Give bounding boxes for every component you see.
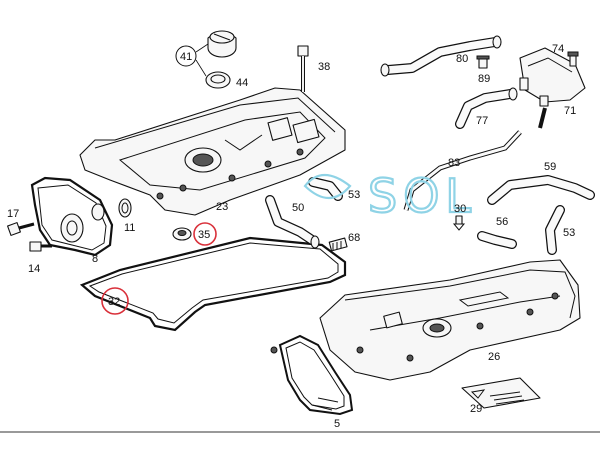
callout-30: 30 xyxy=(454,203,466,215)
callout-59: 59 xyxy=(544,161,556,173)
callout-35: 35 xyxy=(198,229,210,241)
callout-50: 50 xyxy=(292,202,304,214)
bolt-17 xyxy=(7,222,35,236)
oil-cap-seal xyxy=(205,71,231,89)
callout-29: 29 xyxy=(470,403,482,415)
callout-11: 11 xyxy=(124,222,135,234)
callout-26: 26 xyxy=(488,351,500,363)
spark-plug-seal-35 xyxy=(172,227,192,241)
callout-68: 68 xyxy=(348,232,360,244)
breather-hose-53-right xyxy=(545,205,565,255)
callout-32: 32 xyxy=(108,296,120,308)
callout-23: 23 xyxy=(216,201,228,213)
watermark-text: SOL xyxy=(368,169,477,223)
breather-hose-80 xyxy=(380,35,502,77)
callout-53: 53 xyxy=(348,189,360,201)
fitting-74 xyxy=(567,51,579,67)
callout-41: 41 xyxy=(180,51,192,63)
callouts: 41 44 38 23 11 17 14 8 35 32 50 53 68 80… xyxy=(7,43,576,430)
highlight-ring-32 xyxy=(101,287,129,315)
front-cover-gasket xyxy=(30,176,114,257)
callout-71: 71 xyxy=(564,105,576,117)
callout-80: 80 xyxy=(456,53,468,65)
callout-38: 38 xyxy=(318,61,330,73)
callout-77: 77 xyxy=(476,115,488,127)
callout-44: 44 xyxy=(236,77,248,89)
callout-74: 74 xyxy=(552,43,564,55)
breather-hose-77 xyxy=(455,87,518,129)
callout-89: 89 xyxy=(478,73,490,85)
warning-label-29 xyxy=(461,377,541,409)
callout-5: 5 xyxy=(334,418,340,430)
seal-ring-11 xyxy=(118,198,132,218)
rear-cover-gasket-5 xyxy=(270,334,354,416)
watermark-logo: SOL xyxy=(303,168,477,224)
breather-hose-56 xyxy=(477,231,517,249)
oil-filler-cap xyxy=(207,30,237,58)
callout-8: 8 xyxy=(92,253,98,265)
callout-83: 83 xyxy=(448,157,460,169)
oil-separator-71 xyxy=(519,47,586,107)
callout-17: 17 xyxy=(7,208,19,220)
fitting-30 xyxy=(452,215,466,231)
connector-68 xyxy=(328,237,348,252)
callout-53-right: 53 xyxy=(563,227,575,239)
valve-cover-lower xyxy=(319,259,581,381)
bolt-14 xyxy=(29,241,52,252)
valve-cover-gasket-32 xyxy=(79,236,347,332)
breather-hose-50 xyxy=(265,195,320,249)
fitting-89 xyxy=(476,55,490,69)
short-tube-71 xyxy=(538,107,547,129)
highlight-ring-35 xyxy=(193,222,217,246)
hose-53-small xyxy=(308,177,343,201)
callout-14: 14 xyxy=(28,263,40,275)
valve-cover-upper xyxy=(79,87,346,216)
vent-tube-83 xyxy=(403,130,522,211)
cover-bolt-38 xyxy=(297,45,309,92)
breather-hose-59 xyxy=(487,175,595,205)
callout-56: 56 xyxy=(496,216,508,228)
